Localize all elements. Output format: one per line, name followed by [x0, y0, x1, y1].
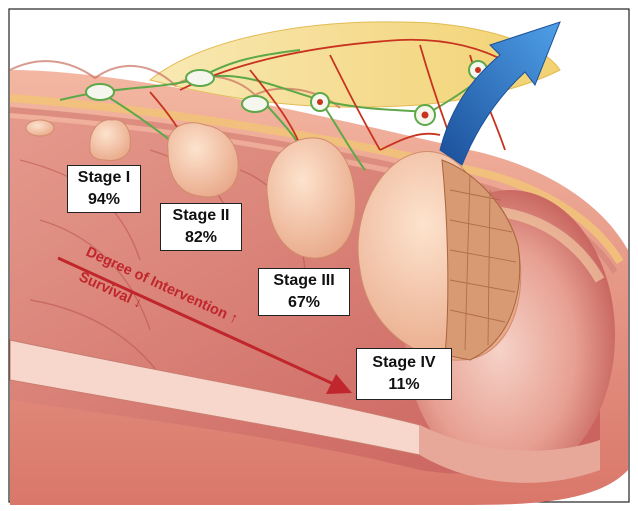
stage-2-name: Stage II [161, 205, 241, 227]
stage-1-label: Stage I 94% [67, 165, 141, 213]
stage-3-label: Stage III 67% [258, 268, 350, 316]
stage-4-survival: 11% [357, 374, 451, 396]
stage-2-survival: 82% [161, 227, 241, 249]
tumor-polyp [26, 120, 54, 136]
stage-3-name: Stage III [259, 270, 349, 292]
stage-4-label: Stage IV 11% [356, 348, 452, 400]
stage-1-name: Stage I [68, 167, 140, 189]
lymph-node [242, 96, 268, 112]
lymph-node [86, 84, 114, 100]
stage-1-survival: 94% [68, 189, 140, 211]
lymph-node [186, 70, 214, 86]
stage-3-survival: 67% [259, 292, 349, 314]
stage-2-label: Stage II 82% [160, 203, 242, 251]
stage-4-name: Stage IV [357, 352, 451, 374]
tumor-stage-1 [90, 120, 131, 161]
